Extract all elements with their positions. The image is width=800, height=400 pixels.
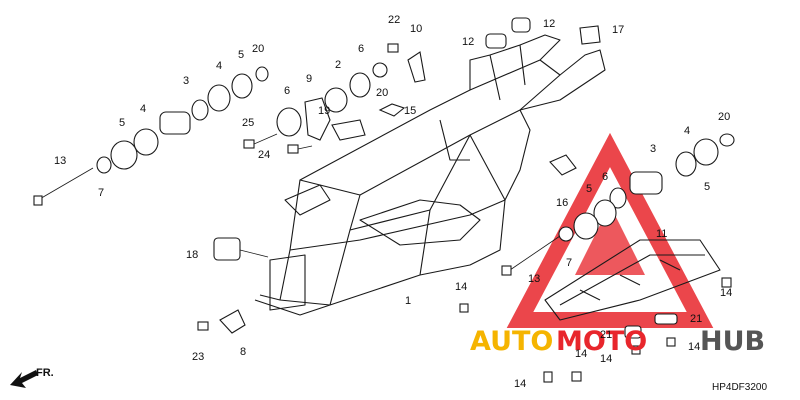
callout-15: 15 xyxy=(404,105,416,117)
callout-1: 1 xyxy=(405,295,411,307)
callout-14: 14 xyxy=(688,341,700,353)
callout-3: 3 xyxy=(183,75,189,87)
watermark-text-hub: HUB xyxy=(700,326,765,357)
callout-2: 2 xyxy=(335,59,341,71)
front-direction-icon: FR. xyxy=(10,367,54,388)
callout-14: 14 xyxy=(720,287,732,299)
callout-9: 9 xyxy=(306,73,312,85)
callout-13: 13 xyxy=(528,273,540,285)
callout-4: 4 xyxy=(216,60,222,72)
callout-3: 3 xyxy=(650,143,656,155)
callout-labels: 1 2 3 3 4 4 4 5 5 5 5 6 6 6 7 7 8 9 10 1… xyxy=(54,14,732,390)
callout-14: 14 xyxy=(514,378,526,390)
callout-21: 21 xyxy=(690,313,702,325)
callout-4: 4 xyxy=(140,103,146,115)
callout-22: 22 xyxy=(388,14,400,26)
watermark-text-moto: MOTO xyxy=(556,326,647,357)
callout-12: 12 xyxy=(543,18,555,30)
callout-8: 8 xyxy=(240,346,246,358)
right-parts xyxy=(459,17,735,383)
watermark-logo xyxy=(506,132,714,328)
diagram-code: HP4DF3200 xyxy=(712,382,767,393)
watermark-text: AUTO MOTO HUB xyxy=(470,326,765,357)
callout-5: 5 xyxy=(586,183,592,195)
callout-13: 13 xyxy=(54,155,66,167)
callout-23: 23 xyxy=(192,351,204,363)
callout-25: 25 xyxy=(242,117,254,129)
callout-14: 14 xyxy=(575,348,587,360)
callout-5: 5 xyxy=(238,49,244,61)
callout-6: 6 xyxy=(358,43,364,55)
callout-5: 5 xyxy=(119,117,125,129)
callout-6: 6 xyxy=(602,171,608,183)
left-parts xyxy=(33,43,426,334)
callout-21: 21 xyxy=(600,329,612,341)
callout-17: 17 xyxy=(612,24,624,36)
front-direction-label: FR. xyxy=(36,367,54,379)
callout-4: 4 xyxy=(684,125,690,137)
callout-24: 24 xyxy=(258,149,270,161)
callout-18: 18 xyxy=(186,249,198,261)
callout-20: 20 xyxy=(718,111,730,123)
callout-7: 7 xyxy=(566,257,572,269)
callout-19: 19 xyxy=(318,105,330,117)
callout-14: 14 xyxy=(600,353,612,365)
callout-16: 16 xyxy=(556,197,568,209)
sub-frame xyxy=(544,239,721,321)
main-frame xyxy=(254,34,606,316)
callout-12: 12 xyxy=(462,36,474,48)
watermark-text-auto: AUTO xyxy=(470,326,553,357)
callout-10: 10 xyxy=(410,23,422,35)
callout-6: 6 xyxy=(284,85,290,97)
callout-20: 20 xyxy=(376,87,388,99)
callout-14: 14 xyxy=(455,281,467,293)
callout-11: 11 xyxy=(656,228,667,240)
callout-5: 5 xyxy=(704,181,710,193)
callout-20: 20 xyxy=(252,43,264,55)
callout-7: 7 xyxy=(98,187,104,199)
